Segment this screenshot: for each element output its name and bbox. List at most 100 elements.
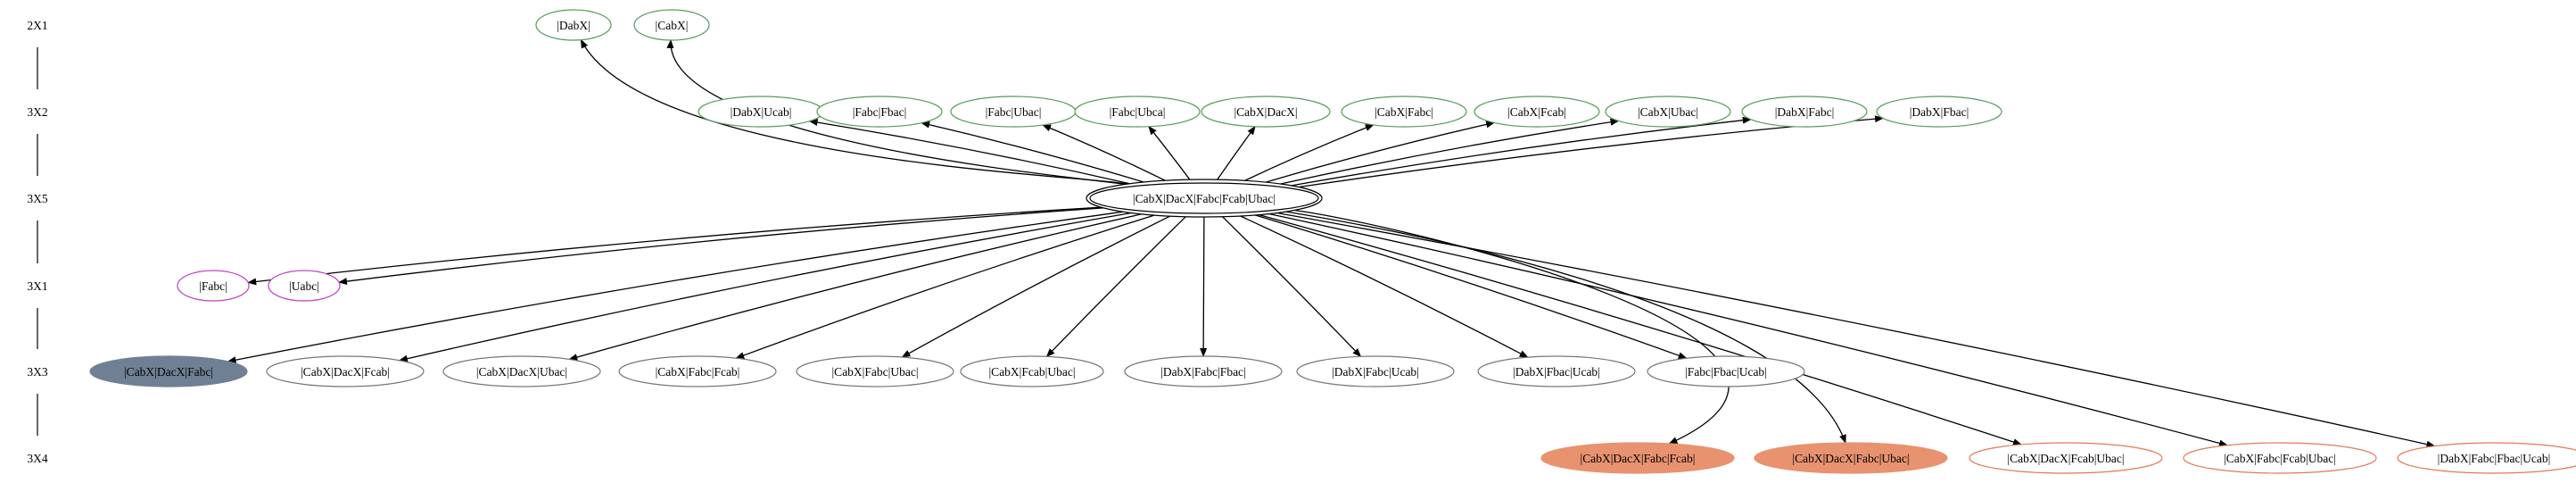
graph-node: |CabX|DacX|Fabc|Fcab|Ubac|	[1086, 179, 1323, 218]
node-ellipse	[1341, 96, 1467, 128]
node-ellipse	[268, 270, 341, 302]
node-ellipse	[633, 9, 710, 41]
node-label: |CabX|DacX|Fabc|Fcab|	[1581, 452, 1696, 465]
edge-arrow	[568, 213, 1143, 361]
edge-arrow	[398, 212, 1132, 362]
level-label: 2X1	[27, 19, 47, 32]
edge-arrow	[227, 211, 1124, 364]
edge-arrow	[666, 39, 1126, 186]
graph-node: |CabX|DacX|Fabc|	[89, 355, 248, 387]
edge-arrow	[735, 214, 1155, 359]
node-label: |CabX|DacX|Fabc|	[124, 365, 213, 379]
graph-node: |CabX|DacX|Fcab|	[266, 355, 425, 387]
node-label: |CabX|DacX|Fcab|	[301, 365, 390, 379]
node-ellipse	[1647, 355, 1805, 387]
node-label: |CabX|DacX|Fabc|Fcab|Ubac|	[1133, 192, 1276, 205]
node-ellipse	[796, 355, 954, 387]
node-label: |CabX|DacX|Ubac|	[476, 365, 567, 379]
node-label: |Fabc|Fbac|Ucab|	[1685, 365, 1767, 379]
graph-node: |DabX|Ucab|	[698, 96, 824, 128]
node-ellipse	[89, 355, 248, 387]
edge-arrow	[247, 206, 1102, 286]
graph-node: |CabX|Fabc|Fcab|Ubac|	[2183, 442, 2377, 474]
node-ellipse	[816, 96, 943, 128]
level-label: 3X5	[27, 192, 47, 205]
graph-node: |DabX|Fbac|	[1876, 96, 2002, 128]
graph-node: |CabX|Fcab|	[1474, 96, 1600, 128]
node-label: |DabX|Fabc|Ucab|	[1332, 365, 1419, 379]
node-label: |DabX|Ucab|	[731, 105, 792, 119]
node-ellipse	[1477, 355, 1636, 387]
graph-node: |DabX|Fbac|Ucab|	[1477, 355, 1636, 387]
edge-arrow	[1200, 216, 1208, 357]
graph-node: |CabX|DacX|Fabc|Fcab|	[1540, 442, 1735, 474]
edge-arrow	[808, 119, 1130, 185]
node-layer: |DabX||CabX||DabX|Ucab||Fabc|Fbac||Fabc|…	[89, 9, 2576, 474]
graph-node: |DabX|Fabc|Fbac|	[1124, 355, 1283, 387]
edge-arrow	[1285, 211, 1846, 444]
node-label: |Fabc|Fbac|	[853, 105, 907, 119]
level-label: 3X2	[27, 105, 47, 119]
edge-arrow	[921, 121, 1144, 183]
graph-node: |CabX|Fabc|Ubac|	[796, 355, 954, 387]
edge-arrow	[338, 207, 1104, 286]
node-ellipse	[1741, 96, 1868, 128]
node-ellipse	[2183, 442, 2377, 474]
edge-arrow	[1222, 216, 1362, 358]
node-label: |DabX|Fabc|Fbac|Ucab|	[2438, 452, 2551, 465]
edge-arrow	[1217, 125, 1256, 180]
graph-node: |CabX|	[633, 9, 710, 41]
node-ellipse	[266, 355, 425, 387]
node-ellipse	[1124, 355, 1283, 387]
node-label: |CabX|Fabc|	[1375, 105, 1433, 119]
graph-node: |CabX|DacX|	[1201, 96, 1331, 128]
node-label: |CabX|Ubac|	[1638, 105, 1698, 119]
edge-arrow	[1045, 216, 1186, 358]
node-ellipse	[1605, 96, 1731, 128]
graph-node: |Fabc|	[177, 270, 250, 302]
graph-node: |CabX|DacX|Fcab|Ubac|	[1969, 442, 2163, 474]
graph-node: |CabX|DacX|Ubac|	[442, 355, 601, 387]
node-label: |DabX|Fbac|Ucab|	[1513, 365, 1600, 379]
node-ellipse	[1969, 442, 2163, 474]
node-label: |DabX|Fbac|	[1910, 105, 1969, 119]
edge-arrow	[1259, 213, 2022, 446]
node-ellipse	[1876, 96, 2002, 128]
graph-node: |DabX|Fabc|Ucab|	[1296, 355, 1455, 387]
graph-node: |CabX|Fcab|Ubac|	[960, 355, 1104, 387]
node-ellipse	[1540, 442, 1735, 474]
edge-arrow	[1148, 125, 1191, 180]
graph-node: |Fabc|Fbac|	[816, 96, 943, 128]
node-ellipse	[442, 355, 601, 387]
edge-layer	[227, 38, 2436, 448]
node-label: |Uabc|	[289, 279, 319, 293]
node-label: |CabX|Fabc|Fcab|	[656, 365, 740, 379]
node-ellipse	[1074, 96, 1201, 128]
edge-arrow	[901, 215, 1171, 358]
edge-arrow	[1299, 115, 1884, 188]
graph-node: |Fabc|Ubca|	[1074, 96, 1201, 128]
node-ellipse	[2397, 442, 2576, 474]
node-label: |CabX|Fabc|Ubac|	[831, 365, 918, 379]
node-ellipse	[535, 9, 612, 41]
node-label: |CabX|DacX|Fabc|Ubac|	[1792, 452, 1909, 465]
edge-arrow	[1244, 124, 1375, 181]
edge-arrow	[1280, 118, 1620, 185]
graph-node: |DabX|Fabc|Fbac|Ucab|	[2397, 442, 2576, 474]
edge-arrow	[1042, 124, 1166, 181]
node-ellipse	[1754, 442, 1948, 474]
node-label: |Fabc|	[199, 279, 227, 293]
graph-node: |CabX|Ubac|	[1605, 96, 1731, 128]
node-label: |Fabc|Ubac|	[986, 105, 1042, 119]
edge-arrow	[1240, 215, 1529, 358]
graph-node: |CabX|DacX|Fabc|Ubac|	[1754, 442, 1948, 474]
node-label: |DabX|Fabc|	[1775, 105, 1835, 119]
node-ellipse	[1201, 96, 1331, 128]
node-ellipse	[960, 355, 1104, 387]
graph-node: |Fabc|Fbac|Ucab|	[1647, 355, 1805, 387]
node-label: |CabX|DacX|Fcab|Ubac|	[2007, 452, 2124, 465]
graph-node: |CabX|Fabc|	[1341, 96, 1467, 128]
node-ellipse	[1089, 182, 1319, 214]
